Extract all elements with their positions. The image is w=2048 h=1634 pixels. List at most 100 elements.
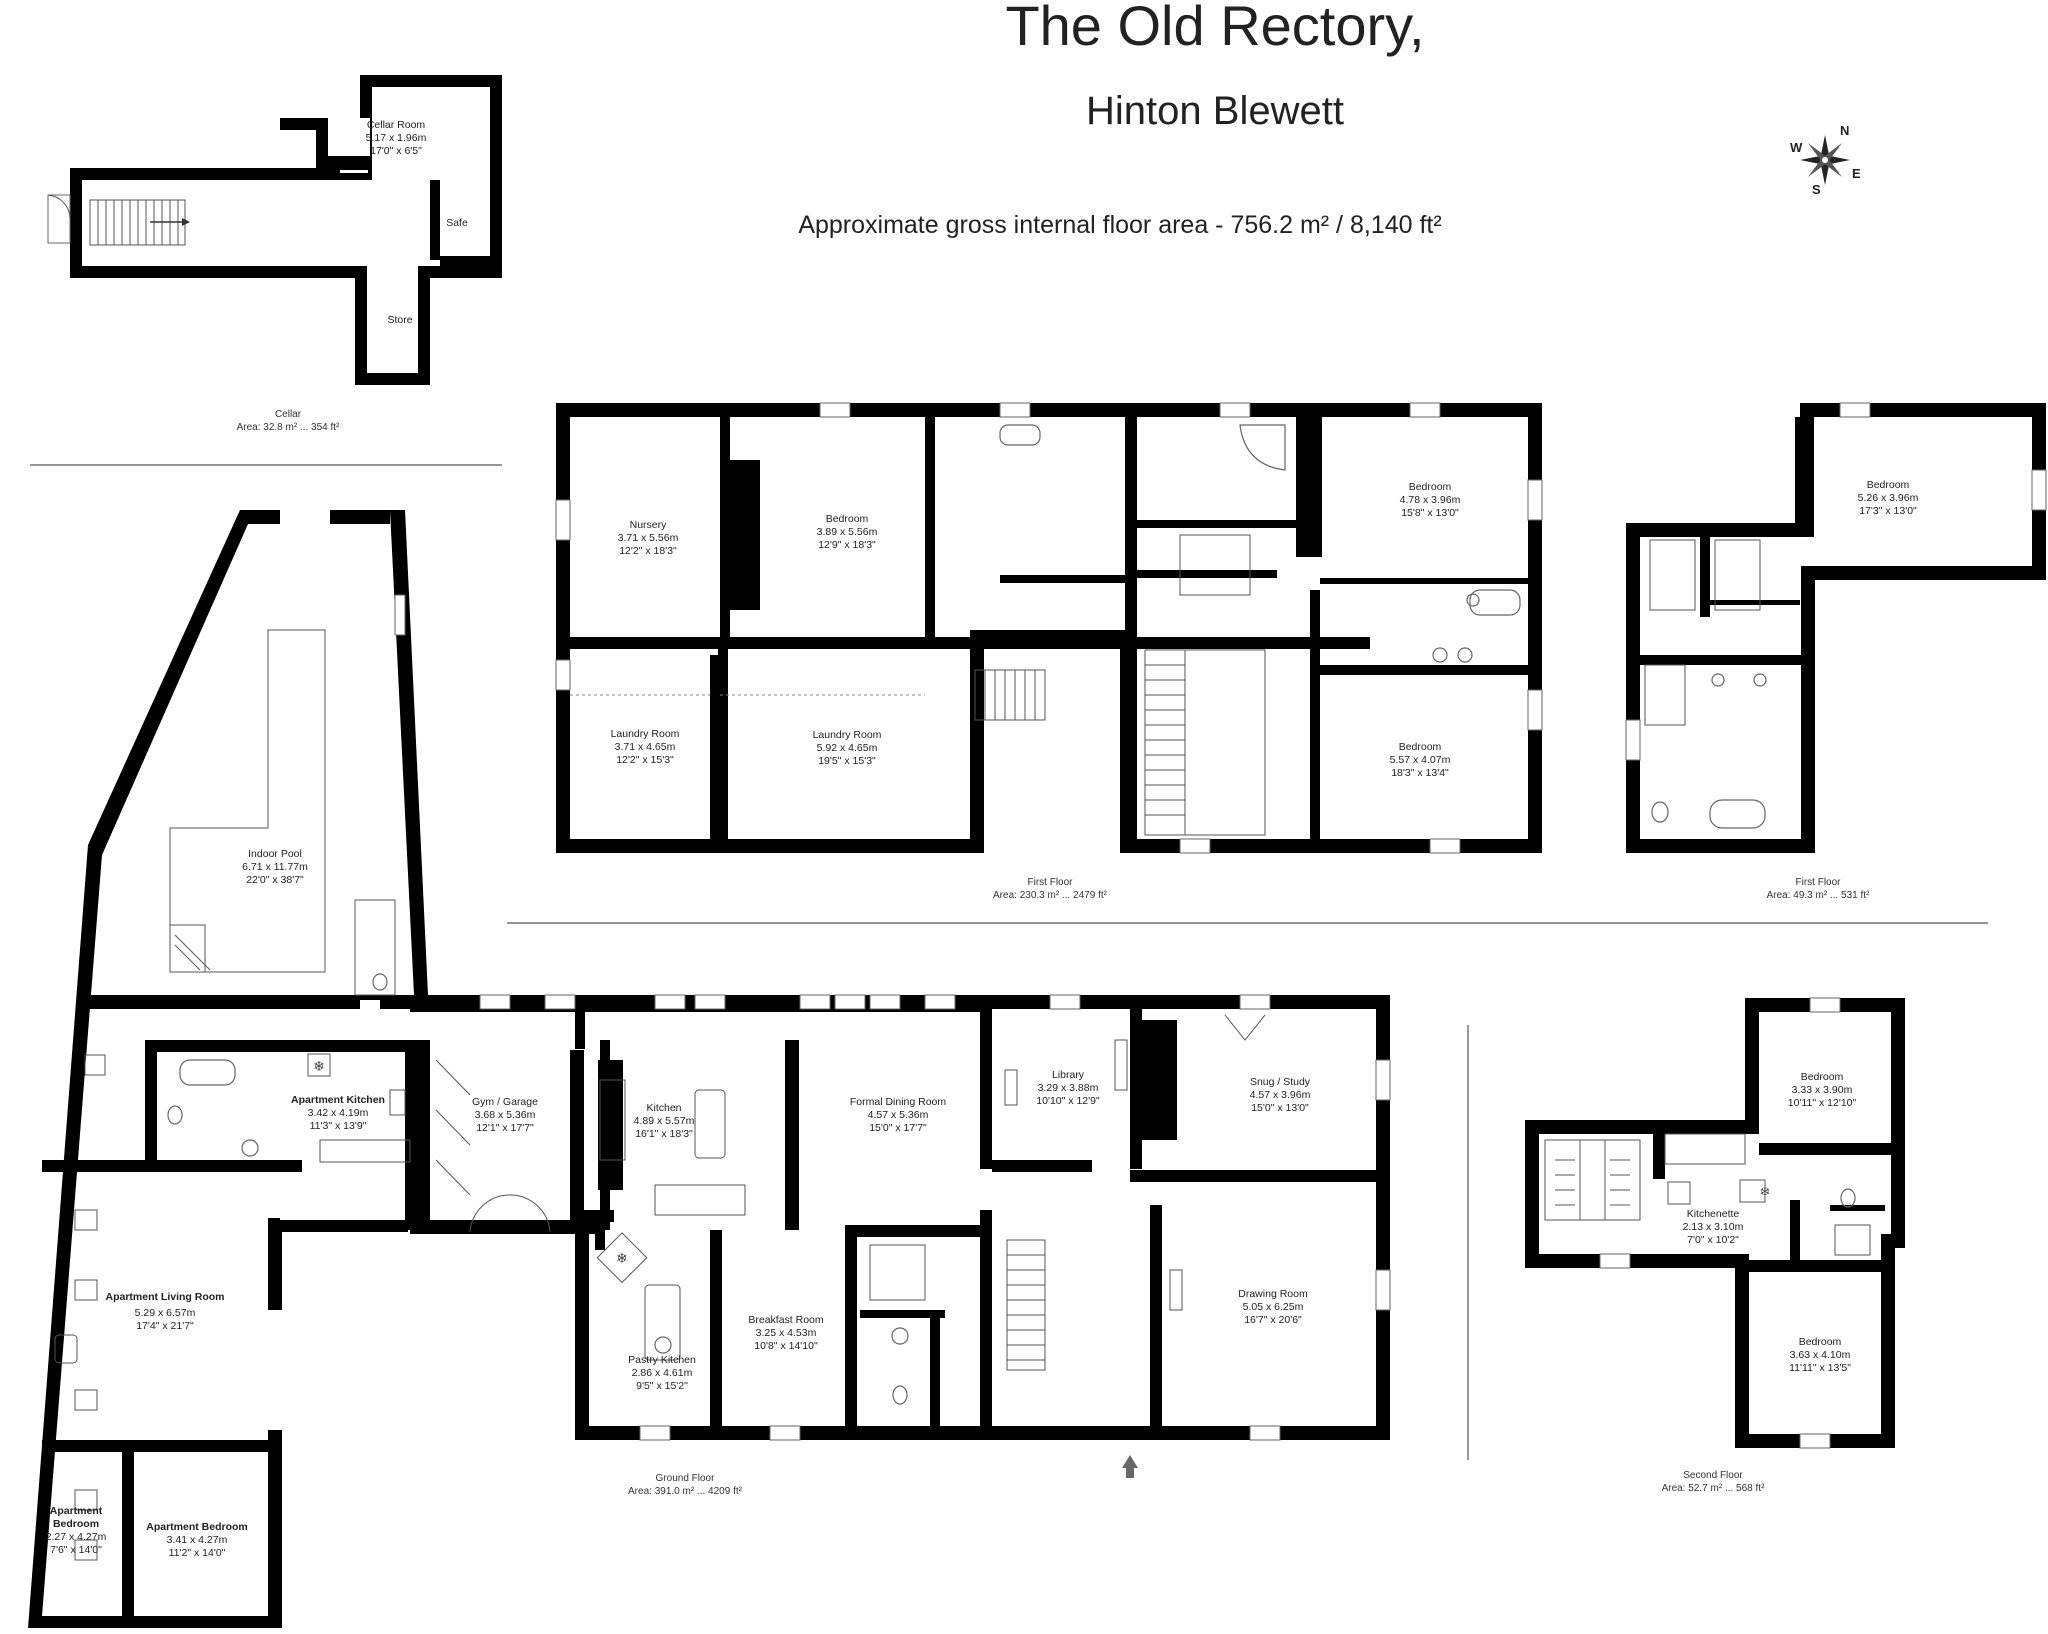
- sf-bedroom-b-metric: 3.63 x 4.10m: [1790, 1349, 1851, 1361]
- svg-text:❄: ❄: [616, 1250, 628, 1266]
- pastry-kitchen-name: Pastry Kitchen: [628, 1354, 696, 1366]
- snug-study-imperial: 15'0" x 13'0": [1251, 1102, 1309, 1114]
- breakfast-room-imperial: 10'8" x 14'10": [754, 1340, 818, 1352]
- snug-study-name: Snug / Study: [1250, 1076, 1311, 1088]
- store-label: Store: [387, 314, 412, 326]
- drawing-room-imperial: 16'7" x 20'6": [1244, 1314, 1302, 1326]
- compass-w: W: [1790, 140, 1803, 155]
- first-floor-main-label: First Floor: [1028, 877, 1074, 888]
- formal-dining-imperial: 15'0" x 17'7": [869, 1122, 927, 1134]
- sf-bedroom-a-imperial: 10'11" x 12'10": [1788, 1097, 1857, 1109]
- laundry-b-name: Laundry Room: [813, 729, 882, 741]
- sf-bedroom-b-imperial: 11'11" x 13'5": [1789, 1362, 1851, 1374]
- apartment-kitchen-metric: 3.42 x 4.19m: [308, 1107, 369, 1119]
- kitchenette-name: Kitchenette: [1687, 1208, 1740, 1220]
- kitchenette-metric: 2.13 x 3.10m: [1683, 1221, 1744, 1233]
- kitchen-imperial: 16'1" x 18'3": [635, 1128, 693, 1140]
- entrance-arrow-icon: [1122, 1455, 1138, 1478]
- apartment-bedroom-a-metric: 2.27 x 4.27m: [46, 1531, 107, 1543]
- second-floor-label: Second Floor: [1683, 1470, 1743, 1481]
- compass-rose-icon: N E S W: [1790, 123, 1861, 197]
- ff-bedroom-c-imperial: 18'3" x 13'4": [1391, 767, 1449, 779]
- formal-dining-name: Formal Dining Room: [850, 1096, 947, 1108]
- ff-bedroom-b-metric: 4.78 x 3.96m: [1400, 494, 1461, 506]
- first-floor-main-area: Area: 230.3 m² ... 2479 ft²: [993, 890, 1108, 901]
- formal-dining-metric: 4.57 x 5.36m: [868, 1109, 929, 1121]
- wing-bedroom-metric: 5.26 x 3.96m: [1858, 492, 1919, 504]
- apartment-kitchen-imperial: 11'3" x 13'9": [310, 1120, 367, 1132]
- apartment-bedroom-a-name1: Apartment: [50, 1505, 103, 1517]
- drawing-room-name: Drawing Room: [1238, 1288, 1308, 1300]
- ff-bedroom-a-name: Bedroom: [826, 513, 869, 525]
- sf-bedroom-b-name: Bedroom: [1799, 1336, 1842, 1348]
- breakfast-room-metric: 3.25 x 4.53m: [756, 1327, 817, 1339]
- first-floor-wing-plan: [1625, 402, 2047, 853]
- ground-floor-area: Area: 391.0 m² ... 4209 ft²: [628, 1486, 743, 1497]
- apartment-living-name: Apartment Living Room: [105, 1291, 224, 1303]
- kitchen-name: Kitchen: [646, 1102, 681, 1114]
- sf-bedroom-a-name: Bedroom: [1801, 1071, 1844, 1083]
- laundry-a-metric: 3.71 x 4.65m: [615, 741, 676, 753]
- ground-floor-plan: ❄ ❄: [28, 510, 1391, 1628]
- indoor-pool-metric: 6.71 x 11.77m: [242, 861, 308, 873]
- ff-bedroom-a-metric: 3.89 x 5.56m: [817, 526, 878, 538]
- apartment-bedroom-a-imperial: 7'6" x 14'0": [50, 1544, 102, 1556]
- gross-floor-area: Approximate gross internal floor area - …: [798, 211, 1441, 239]
- nursery-metric: 3.71 x 5.56m: [618, 532, 679, 544]
- wing-bedroom-imperial: 17'3" x 13'0": [1859, 505, 1917, 517]
- cellar-floor-label: Cellar: [275, 409, 302, 420]
- cellar-room-imperial: 17'0" x 6'5": [370, 145, 422, 157]
- svg-text:❄: ❄: [313, 1058, 325, 1074]
- laundry-b-metric: 5.92 x 4.65m: [817, 742, 878, 754]
- library-name: Library: [1052, 1069, 1085, 1081]
- second-floor-area: Area: 52.7 m² ... 568 ft²: [1662, 1483, 1765, 1494]
- cellar-floor-area: Area: 32.8 m² ... 354 ft²: [237, 422, 340, 433]
- gym-garage-name: Gym / Garage: [472, 1096, 538, 1108]
- laundry-a-imperial: 12'2" x 15'3": [616, 754, 674, 766]
- ff-bedroom-a-imperial: 12'9" x 18'3": [818, 539, 876, 551]
- nursery-name: Nursery: [630, 519, 668, 531]
- apartment-bedroom-b-name: Apartment Bedroom: [146, 1521, 248, 1533]
- drawing-room-metric: 5.05 x 6.25m: [1243, 1301, 1304, 1313]
- apartment-bedroom-b-imperial: 11'2" x 14'0": [169, 1547, 226, 1559]
- ground-floor-label: Ground Floor: [656, 1473, 716, 1484]
- pastry-kitchen-imperial: 9'5" x 15'2": [636, 1380, 688, 1392]
- apartment-kitchen-name: Apartment Kitchen: [291, 1094, 385, 1106]
- compass-s: S: [1812, 182, 1821, 197]
- cellar-room-metric: 5.17 x 1.96m: [366, 132, 427, 144]
- plan-subtitle: Hinton Blewett: [1086, 89, 1344, 133]
- cellar-room-name: Cellar Room: [367, 119, 426, 131]
- kitchen-metric: 4.89 x 5.57m: [634, 1115, 695, 1127]
- first-floor-wing-area: Area: 49.3 m² ... 531 ft²: [1767, 890, 1870, 901]
- indoor-pool-name: Indoor Pool: [248, 848, 302, 860]
- second-floor-plan: ❄: [1525, 997, 1905, 1449]
- pastry-kitchen-metric: 2.86 x 4.61m: [632, 1367, 693, 1379]
- gym-garage-imperial: 12'1" x 17'7": [476, 1122, 534, 1134]
- sf-bedroom-a-metric: 3.33 x 3.90m: [1792, 1084, 1853, 1096]
- compass-n: N: [1840, 123, 1849, 138]
- apartment-bedroom-b-metric: 3.41 x 4.27m: [167, 1534, 228, 1546]
- first-floor-main-plan: [555, 402, 1543, 854]
- first-floor-wing-label: First Floor: [1796, 877, 1842, 888]
- snug-study-metric: 4.57 x 3.96m: [1250, 1089, 1311, 1101]
- ff-bedroom-b-imperial: 15'8" x 13'0": [1401, 507, 1459, 519]
- apartment-living-imperial: 17'4" x 21'7": [136, 1320, 194, 1332]
- laundry-b-imperial: 19'5" x 15'3": [818, 755, 876, 767]
- breakfast-room-name: Breakfast Room: [748, 1314, 824, 1326]
- gym-garage-metric: 3.68 x 5.36m: [475, 1109, 536, 1121]
- ff-bedroom-c-name: Bedroom: [1399, 741, 1442, 753]
- kitchenette-imperial: 7'0" x 10'2": [1687, 1234, 1739, 1246]
- library-imperial: 10'10" x 12'9": [1036, 1095, 1100, 1107]
- apartment-living-metric: 5.29 x 6.57m: [135, 1307, 196, 1319]
- library-metric: 3.29 x 3.88m: [1038, 1082, 1099, 1094]
- apartment-bedroom-a-name2: Bedroom: [53, 1518, 99, 1530]
- ff-bedroom-c-metric: 5.57 x 4.07m: [1390, 754, 1451, 766]
- nursery-imperial: 12'2" x 18'3": [619, 545, 677, 557]
- indoor-pool-imperial: 22'0" x 38'7": [246, 874, 304, 886]
- plan-title: The Old Rectory,: [1005, 0, 1424, 57]
- laundry-a-name: Laundry Room: [611, 728, 680, 740]
- cellar-plan: [47, 75, 502, 385]
- compass-e: E: [1852, 166, 1861, 181]
- safe-label: Safe: [446, 217, 468, 229]
